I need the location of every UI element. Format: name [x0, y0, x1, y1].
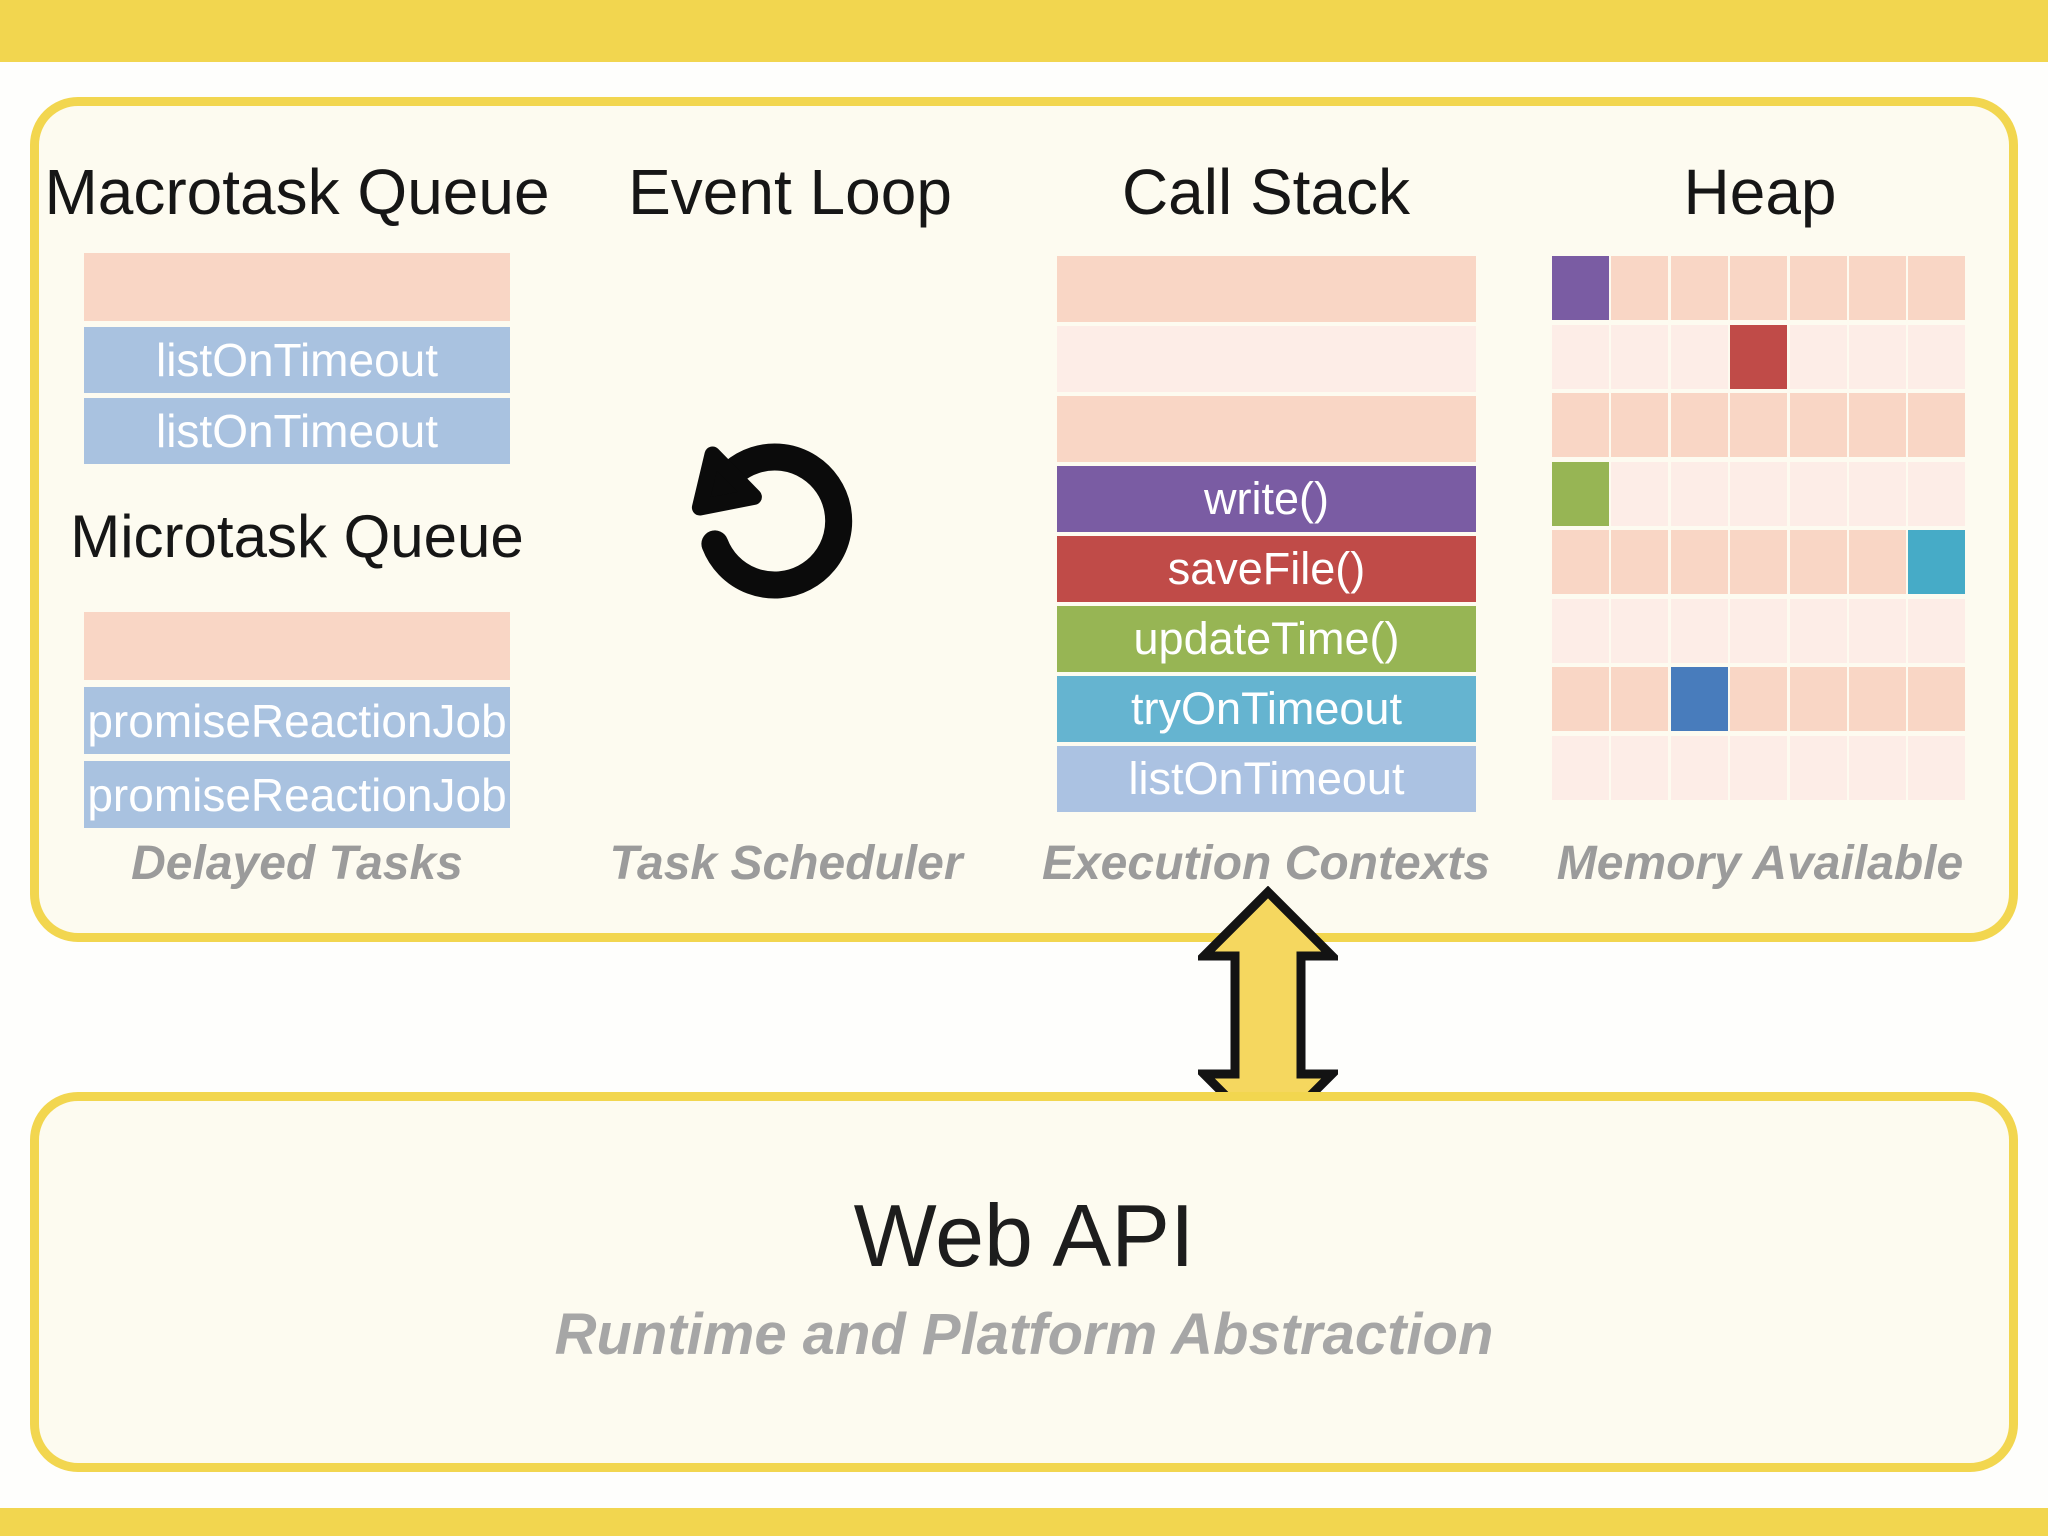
microtask-row: promiseReactionJob — [84, 687, 510, 754]
heap-cell-free — [1611, 324, 1669, 389]
heap-cell-free — [1552, 598, 1609, 663]
heap-cell-free — [1848, 461, 1906, 526]
event-loop-caption: Task Scheduler — [609, 837, 963, 890]
heap-cell-free — [1611, 530, 1669, 594]
call-stack-frame: write() — [1057, 466, 1476, 532]
heap-cell-free — [1670, 461, 1728, 526]
heap-cell-free — [1670, 256, 1728, 320]
heap-cell-free — [1730, 735, 1788, 800]
heap-cell-free — [1789, 461, 1847, 526]
call-stack-empty-slot — [1057, 256, 1476, 322]
heap-cell-free — [1908, 393, 1966, 457]
heap-cell-free — [1552, 324, 1609, 389]
call-stack-frame: tryOnTimeout — [1057, 676, 1476, 742]
heap-cell-free — [1908, 667, 1966, 731]
heap-cell-allocated — [1908, 530, 1966, 594]
web-api-subtitle: Runtime and Platform Abstraction — [554, 1302, 1494, 1367]
heap-cell-free — [1848, 667, 1906, 731]
heap-cell-free — [1908, 256, 1966, 320]
heap-cell-free — [1670, 598, 1728, 663]
call-stack-empty-slot — [1057, 396, 1476, 462]
heap-cell-free — [1730, 256, 1788, 320]
heap-cell-free — [1789, 393, 1847, 457]
call-stack-frame: saveFile() — [1057, 536, 1476, 602]
heap-cell-free — [1552, 667, 1609, 731]
heap-cell-free — [1552, 393, 1609, 457]
heap-cell-free — [1908, 324, 1966, 389]
queues-caption: Delayed Tasks — [131, 837, 463, 890]
heap-cell-free — [1848, 256, 1906, 320]
heap-cell-free — [1848, 735, 1906, 800]
heap-cell-free — [1670, 324, 1728, 389]
call-stack-frame: listOnTimeout — [1057, 746, 1476, 812]
heap-cell-allocated — [1552, 256, 1609, 320]
heap-cell-free — [1552, 735, 1609, 800]
heap-cell-free — [1789, 256, 1847, 320]
heap-cell-free — [1730, 667, 1788, 731]
top-accent-bar — [0, 0, 2048, 62]
heap-cell-free — [1908, 598, 1966, 663]
heap-cell-free — [1789, 735, 1847, 800]
web-api-title: Web API — [853, 1186, 1195, 1285]
event-loop-cycle-icon — [668, 408, 892, 634]
heap-cell-free — [1730, 393, 1788, 457]
heap-cell-free — [1670, 735, 1728, 800]
heap-cell-free — [1789, 667, 1847, 731]
microtask-queue-title: Microtask Queue — [70, 503, 524, 570]
microtask-empty-slot — [84, 612, 510, 680]
heap-cell-free — [1611, 598, 1669, 663]
heap-cell-free — [1789, 598, 1847, 663]
heap-cell-free — [1670, 530, 1728, 594]
heap-cell-free — [1611, 735, 1669, 800]
heap-cell-free — [1730, 461, 1788, 526]
heap-cell-free — [1848, 324, 1906, 389]
call-stack-empty-slot — [1057, 326, 1476, 392]
heap-grid — [1552, 256, 1966, 800]
heap-cell-allocated — [1552, 461, 1609, 526]
heap-cell-free — [1611, 393, 1669, 457]
heap-cell-free — [1611, 461, 1669, 526]
macrotask-queue-title: Macrotask Queue — [44, 156, 550, 228]
call-stack-title: Call Stack — [1121, 156, 1411, 228]
heap-cell-free — [1789, 324, 1847, 389]
macrotask-row: listOnTimeout — [84, 327, 510, 393]
heap-cell-allocated — [1670, 667, 1728, 731]
macrotask-empty-slot — [84, 253, 510, 321]
web-api-panel — [30, 1092, 2018, 1472]
heap-title: Heap — [1683, 156, 1837, 228]
heap-cell-free — [1611, 256, 1669, 320]
heap-cell-free — [1908, 735, 1966, 800]
heap-cell-free — [1789, 530, 1847, 594]
heap-cell-free — [1730, 598, 1788, 663]
heap-cell-free — [1552, 530, 1609, 594]
heap-cell-free — [1611, 667, 1669, 731]
heap-cell-free — [1670, 393, 1728, 457]
heap-cell-allocated — [1730, 324, 1788, 389]
heap-cell-free — [1908, 461, 1966, 526]
event-loop-title: Event Loop — [628, 156, 952, 228]
call-stack-frame: updateTime() — [1057, 606, 1476, 672]
heap-cell-free — [1848, 530, 1906, 594]
heap-cell-free — [1848, 598, 1906, 663]
heap-caption: Memory Available — [1556, 837, 1964, 890]
heap-cell-free — [1848, 393, 1906, 457]
microtask-row: promiseReactionJob — [84, 761, 510, 828]
call-stack-caption: Execution Contexts — [1041, 837, 1491, 890]
bottom-accent-bar — [0, 1508, 2048, 1536]
heap-cell-free — [1730, 530, 1788, 594]
macrotask-row: listOnTimeout — [84, 398, 510, 464]
